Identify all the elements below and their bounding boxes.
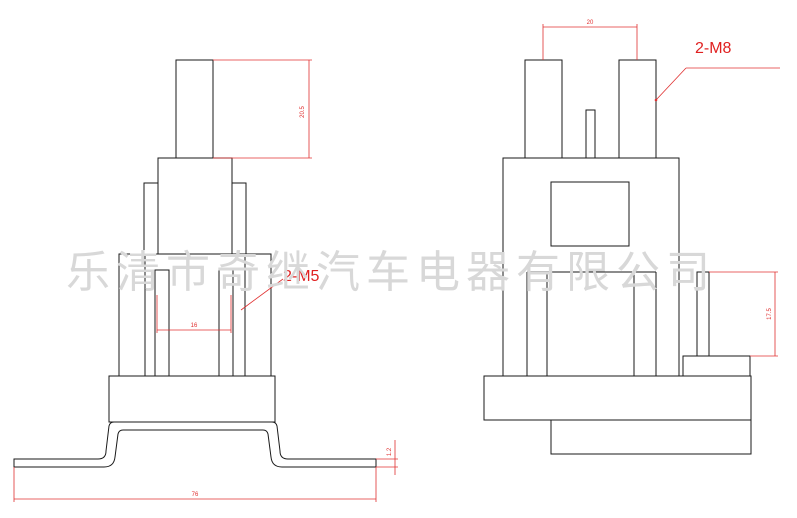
- callout-leader-m5: [240, 278, 284, 311]
- company-watermark: 乐清市奇继汽车电器有限公司: [66, 247, 716, 298]
- left-top-block: [175, 59, 214, 159]
- callout-leader-m8: [655, 67, 687, 101]
- dim-bolt-spacing: 16: [191, 323, 198, 329]
- dim-bracket-thickness: 1.2: [387, 447, 393, 456]
- left-upper-body: [157, 157, 233, 255]
- left-shoulder-left: [143, 182, 159, 255]
- right-terminal-left: [524, 59, 563, 159]
- right-dimensions: 20 2-M8 17.5: [542, 20, 780, 357]
- right-terminal-right: [618, 59, 657, 159]
- left-dimensions: 20.5 16 2-M5 1.2 76: [13, 59, 398, 502]
- right-side-block: [682, 355, 751, 377]
- dim-terminal-height: 17.5: [767, 308, 773, 320]
- right-window: [550, 181, 630, 247]
- dim-terminal-spacing: 20: [587, 20, 594, 26]
- left-bracket: [13, 421, 377, 468]
- right-view: [483, 59, 752, 455]
- left-shoulder-right: [231, 182, 247, 255]
- left-base: [108, 375, 276, 423]
- right-base: [483, 375, 752, 421]
- right-center-pin: [585, 109, 596, 159]
- right-bottom-plate: [550, 419, 752, 455]
- callout-m8: 2-M8: [695, 40, 732, 57]
- dim-total-width: 76: [192, 492, 199, 498]
- dim-top-height: 20.5: [300, 106, 306, 118]
- callout-m5: 2-M5: [283, 268, 320, 285]
